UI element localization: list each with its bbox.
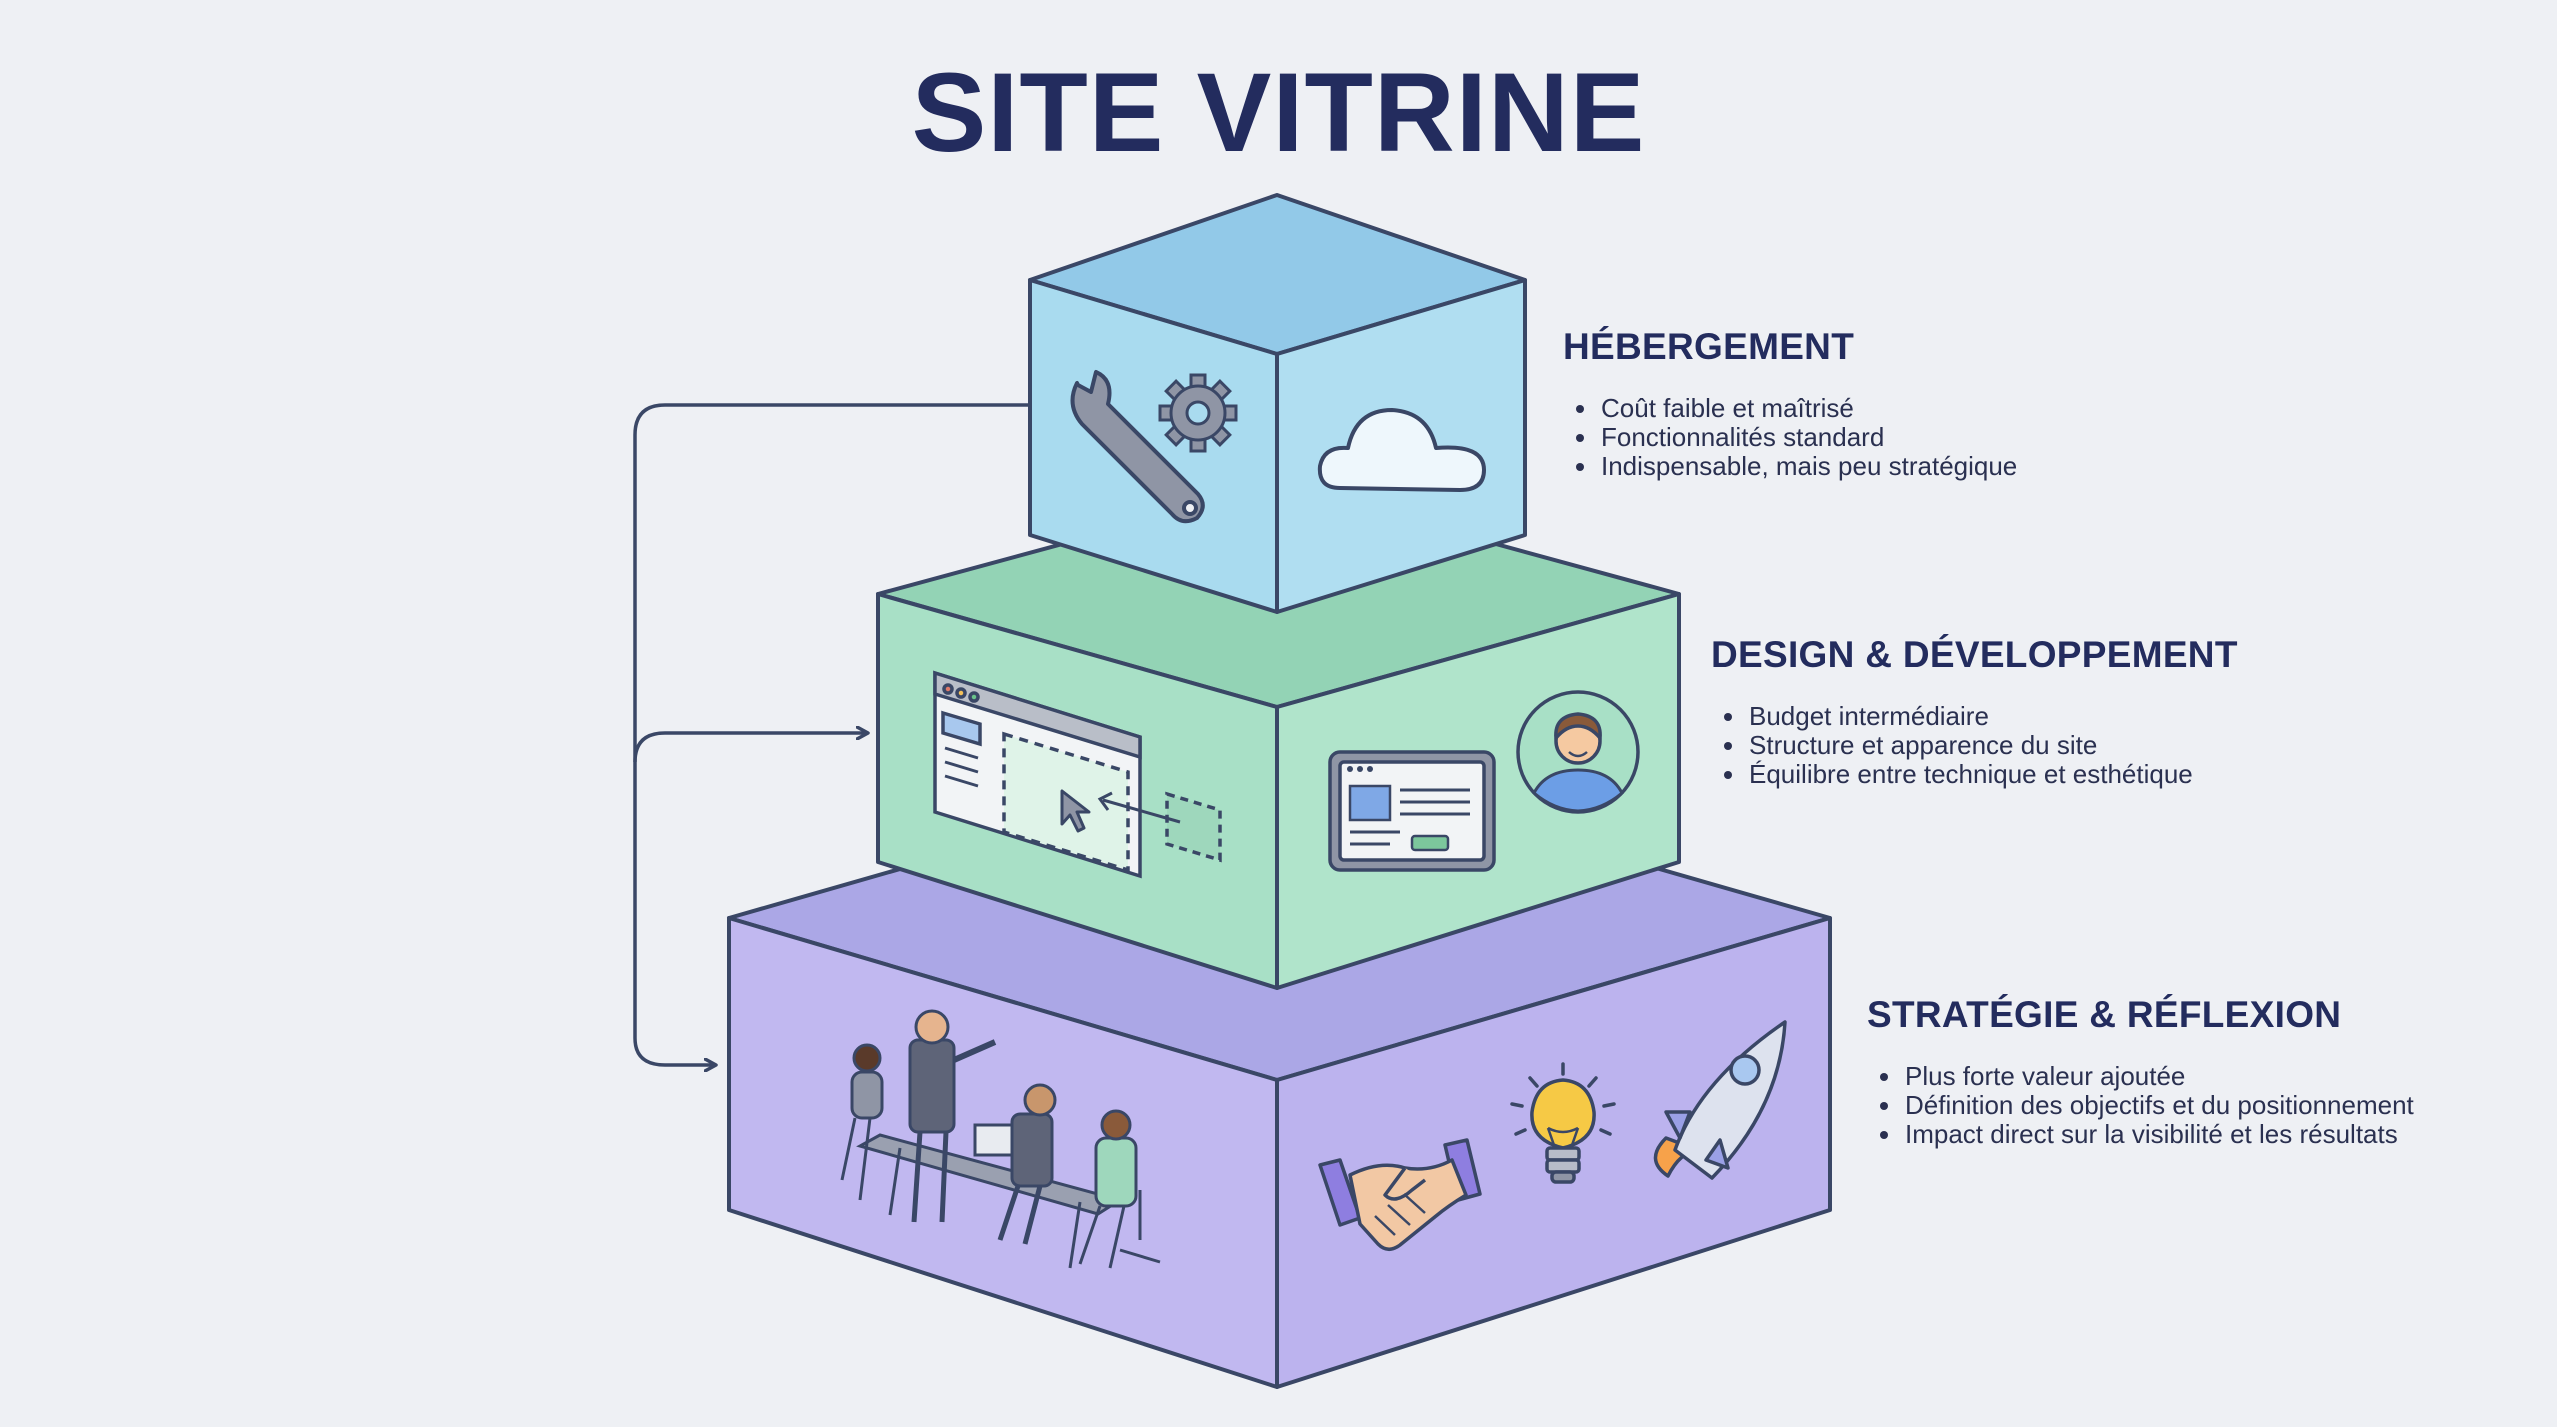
bullet-item: Définition des objectifs et du positionn… xyxy=(1903,1091,2414,1120)
cursor-icon xyxy=(1060,789,1181,833)
tier-heading: STRATÉGIE & RÉFLEXION xyxy=(1867,994,2342,1035)
wrench-icon xyxy=(1070,370,1205,524)
lightbulb-icon xyxy=(1510,1062,1616,1184)
bullet-list: Plus forte valeur ajoutée Définition des… xyxy=(1867,1062,2414,1149)
tier-hebergement: HÉBERGEMENT Coût faible et maîtrisé Fonc… xyxy=(1563,326,2017,481)
bullet-item: Indispensable, mais peu stratégique xyxy=(1599,452,2017,481)
bullet-item: Impact direct sur la visibilité et les r… xyxy=(1903,1120,2414,1149)
bullet-list: Coût faible et maîtrisé Fonctionnalités … xyxy=(1563,394,2017,481)
team-meeting-icon xyxy=(840,1009,1161,1269)
tier-strategie-reflexion: STRATÉGIE & RÉFLEXION Plus forte valeur … xyxy=(1867,994,2414,1149)
connector-arrows xyxy=(633,403,1030,1065)
user-avatar-icon xyxy=(1516,690,1640,814)
bullet-list: Budget intermédiaire Structure et appare… xyxy=(1711,702,2238,789)
tier-heading: HÉBERGEMENT xyxy=(1563,326,1855,367)
handshake-icon xyxy=(1318,1138,1482,1251)
rocket-icon xyxy=(1653,1020,1787,1180)
bullet-item: Fonctionnalités standard xyxy=(1599,423,2017,452)
bullet-item: Budget intermédiaire xyxy=(1747,702,2238,731)
tablet-icon xyxy=(1328,750,1496,872)
tier-heading: DESIGN & DÉVELOPPEMENT xyxy=(1711,634,2238,675)
page-title: SITE VITRINE xyxy=(911,50,1646,175)
browser-window-icon xyxy=(933,670,1222,879)
bullet-item: Équilibre entre technique et esthétique xyxy=(1747,760,2238,789)
bullet-item: Plus forte valeur ajoutée xyxy=(1903,1062,2414,1091)
tier-design-developpement: DESIGN & DÉVELOPPEMENT Budget intermédia… xyxy=(1711,634,2238,789)
cloud-icon xyxy=(1317,408,1486,492)
connector-line xyxy=(633,403,1030,1065)
bullet-item: Coût faible et maîtrisé xyxy=(1599,394,2017,423)
bullet-item: Structure et apparence du site xyxy=(1747,731,2238,760)
connector-branch xyxy=(633,733,868,763)
gear-icon xyxy=(1158,373,1238,453)
